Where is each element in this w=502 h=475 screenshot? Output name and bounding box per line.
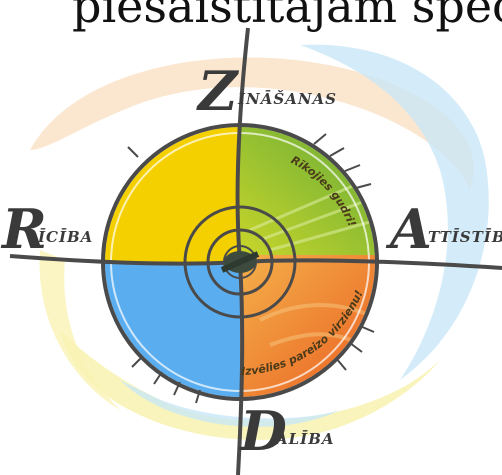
swirl-yellow-left: [39, 250, 120, 410]
east-initial: A: [385, 197, 432, 261]
background-swirls: [30, 44, 489, 440]
swirl-blue-bottom: [120, 380, 340, 427]
south-initial: D: [238, 399, 287, 463]
caption-top-text: piesaistītajām spec: [72, 0, 502, 33]
label-south: D ALĪBA: [238, 399, 335, 463]
swirl-orange: [30, 57, 474, 191]
swirl-yellow: [60, 330, 440, 440]
label-north: Z INĀŠANAS: [196, 59, 337, 123]
ring-ticks: [127, 133, 375, 404]
label-west: R ĪCĪBA: [0, 197, 93, 261]
south-rest: ALĪBA: [274, 429, 335, 448]
north-rest: INĀŠANAS: [237, 89, 337, 108]
west-initial: R: [0, 197, 47, 261]
label-east: A TTĪSTĪBA: [385, 197, 502, 261]
north-initial: Z: [196, 59, 240, 123]
east-rest: TTĪSTĪBA: [428, 227, 502, 246]
center-hub: [220, 251, 260, 273]
swirl-blue: [300, 44, 489, 380]
west-rest: ĪCĪBA: [37, 227, 93, 246]
